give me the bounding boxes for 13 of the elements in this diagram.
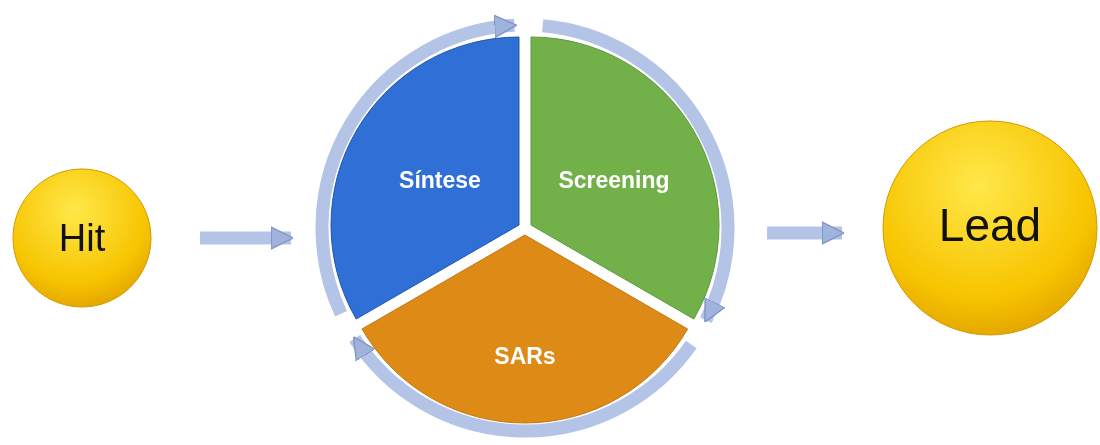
segment-label: Screening: [558, 166, 670, 194]
circle-node: [882, 120, 1098, 336]
node-label: Hit: [58, 216, 106, 260]
cycle-arrow: [349, 334, 697, 438]
node-label: Lead: [938, 198, 1042, 252]
block-arrow: [200, 226, 294, 250]
circle-node: [12, 168, 152, 308]
cycle-segment: [362, 235, 688, 423]
block-arrow: [767, 221, 845, 245]
segment-label: Síntese: [399, 166, 481, 194]
cycle-arrow: [541, 19, 735, 323]
cycle-segment: [531, 36, 720, 319]
segment-label: SARs: [494, 342, 556, 370]
